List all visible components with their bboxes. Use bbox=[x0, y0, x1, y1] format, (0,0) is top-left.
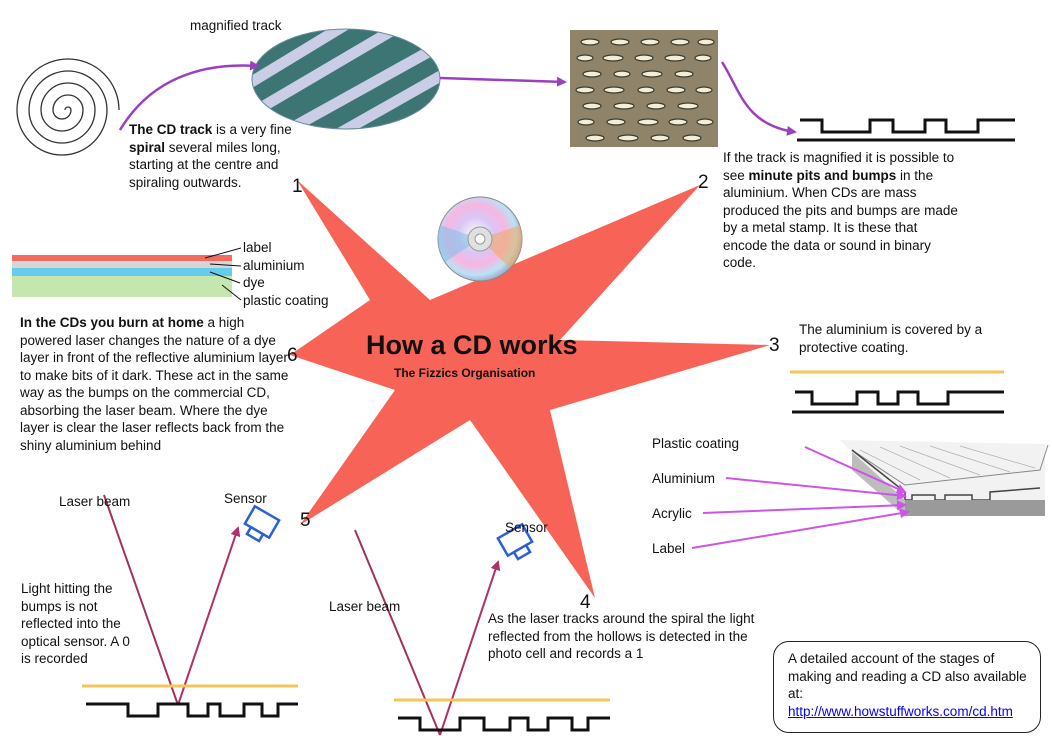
layer-label: label bbox=[243, 240, 272, 255]
magnified-track-label: magnified track bbox=[190, 18, 282, 33]
layer-aluminium: aluminium bbox=[243, 258, 305, 273]
pit-profile-left bbox=[86, 702, 298, 718]
arrow-aluminium bbox=[725, 477, 907, 501]
info-text: A detailed account of the stages of maki… bbox=[788, 651, 1027, 701]
step3-text: The aluminium is covered by a protective… bbox=[799, 322, 983, 355]
pits-photo bbox=[570, 30, 718, 147]
spiral-icon bbox=[16, 58, 120, 156]
step2-number: 2 bbox=[698, 172, 709, 193]
step4-text: As the laser tracks around the spiral th… bbox=[488, 611, 755, 661]
step1-text: The CD track is a very fine spiral sever… bbox=[129, 122, 292, 190]
page-subtitle: The Fizzics Organisation bbox=[394, 366, 536, 380]
arrow-spiral-to-track bbox=[118, 60, 260, 131]
info-box: A detailed account of the stages of maki… bbox=[773, 641, 1041, 733]
layer-dye: dye bbox=[243, 275, 265, 290]
laser-beam-label-left: Laser beam bbox=[59, 494, 131, 509]
step4-number: 4 bbox=[580, 592, 591, 613]
arrow-plastic bbox=[804, 446, 907, 494]
xsec-acrylic: Acrylic bbox=[652, 506, 692, 521]
arrow-acrylic bbox=[702, 500, 907, 514]
page-title: How a CD works bbox=[366, 330, 578, 360]
coated-profile-right bbox=[790, 370, 1004, 414]
arrow-pits-to-profile bbox=[720, 61, 797, 136]
star-shape bbox=[290, 180, 770, 598]
xsec-label: Label bbox=[652, 541, 686, 556]
step5-number: 5 bbox=[300, 510, 311, 531]
laser-beam-in-left bbox=[103, 494, 179, 706]
layer-plastic-coating: plastic coating bbox=[243, 293, 329, 308]
arrow-label bbox=[691, 508, 910, 549]
laser-beam-label-mid: Laser beam bbox=[329, 599, 401, 614]
laser-beam-in-mid bbox=[354, 529, 441, 736]
pit-profile-mid bbox=[398, 716, 610, 732]
step2-text: If the track is magnified it is possible… bbox=[723, 150, 958, 270]
xsec-plastic-coating: Plastic coating bbox=[652, 436, 740, 451]
sensor-icon-left bbox=[243, 504, 281, 543]
step3-number: 3 bbox=[769, 335, 780, 356]
sensor-label-left: Sensor bbox=[224, 491, 267, 506]
step1-number: 1 bbox=[292, 176, 303, 197]
info-link[interactable]: http://www.howstuffworks.com/cd.htm bbox=[788, 703, 1013, 719]
cross-section-image bbox=[840, 440, 1049, 516]
step5-text: Light hitting the bumps is not reflected… bbox=[21, 581, 130, 666]
sensor-icon-mid bbox=[496, 522, 534, 561]
xsec-aluminium: Aluminium bbox=[652, 471, 716, 486]
laser-beam-out-left bbox=[177, 526, 241, 706]
step6-text: In the CDs you burn at home a high power… bbox=[20, 315, 289, 453]
laser-beam-out-mid bbox=[439, 560, 501, 736]
layer-stack bbox=[12, 247, 242, 301]
cd-disc-icon bbox=[437, 196, 523, 282]
arrow-track-to-pits bbox=[439, 76, 567, 87]
pit-profile-top bbox=[797, 118, 1015, 142]
step6-number: 6 bbox=[287, 345, 298, 366]
sensor-label-mid: Sensor bbox=[505, 520, 548, 535]
